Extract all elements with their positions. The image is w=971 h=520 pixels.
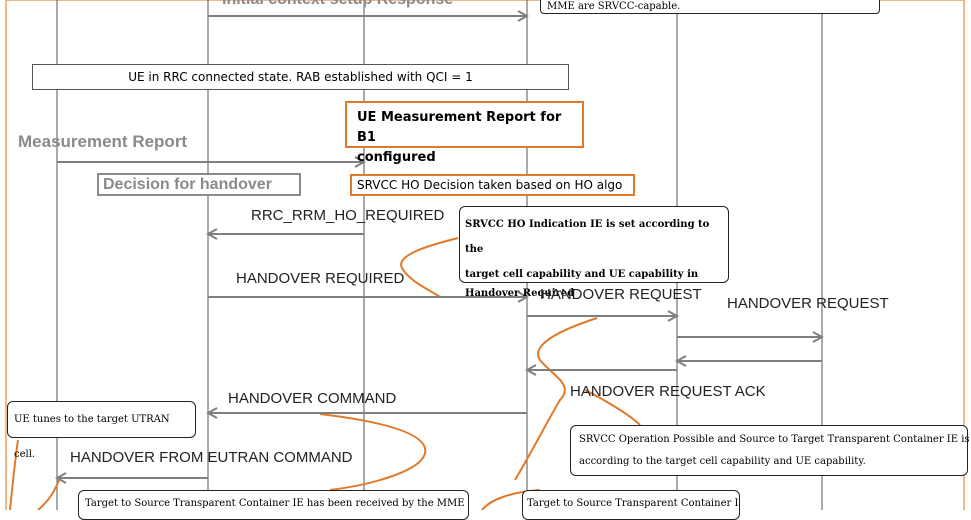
decision-for-handover-text: Decision for handover: [103, 176, 272, 193]
initial-context-setup-response-label: Initial context setup Response: [222, 0, 453, 9]
ue-tunes-text: UE tunes to the target UTRAN cell.: [14, 414, 170, 460]
srvcc-ho-indication-note: SRVCC HO Indication IE is set according …: [459, 206, 729, 299]
handover-request-ack-label: HANDOVER REQUEST ACK: [570, 383, 766, 400]
ue-measurement-report-line1: UE Measurement Report for B1: [357, 110, 562, 145]
outer-frame: [5, 0, 965, 510]
rrc-connected-state-box: UE in RRC connected state. RAB establish…: [32, 64, 569, 90]
rrc-connected-state-text: UE in RRC connected state. RAB establish…: [128, 70, 473, 84]
orange-connector-2: [514, 317, 598, 481]
rrc-rrm-ho-required-label: RRC_RRM_HO_REQUIRED: [251, 207, 445, 224]
handover-command-label: HANDOVER COMMAND: [228, 390, 397, 407]
srvcc-operation-possible-note: SRVCC Operation Possible and Source to T…: [570, 425, 971, 476]
srvcc-ho-indication-line1: SRVCC HO Indication IE is set according …: [465, 219, 710, 255]
srvcc-operation-possible-line1: SRVCC Operation Possible and Source to T…: [579, 434, 971, 445]
target-to-source-partial-text: Target to Source Transparent Container I…: [527, 498, 740, 509]
ue-measurement-report-line2: configured: [357, 150, 436, 165]
handover-from-eutran-command-label: HANDOVER FROM EUTRAN COMMAND: [70, 449, 353, 466]
ue-measurement-report-note: UE Measurement Report for B1 configured: [345, 101, 584, 165]
orange-connector-3: [584, 389, 641, 426]
target-to-source-partial-note: Target to Source Transparent Container I…: [522, 490, 740, 520]
measurement-report-label: Measurement Report: [18, 132, 188, 151]
srvcc-capable-note: MME are SRVCC-capable.: [540, 0, 880, 14]
ue-tunes-note: UE tunes to the target UTRAN cell.: [7, 401, 196, 460]
target-to-source-mme-note: Target to Source Transparent Container I…: [78, 490, 469, 520]
orange-connector-1: [400, 237, 459, 298]
srvcc-capable-text: MME are SRVCC-capable.: [547, 1, 681, 12]
orange-connector-6: [9, 439, 19, 510]
srvcc-ho-decision-text: SRVCC HO Decision taken based on HO algo: [357, 178, 623, 192]
handover-request-label-2: HANDOVER REQUEST: [727, 295, 889, 312]
srvcc-operation-possible-line2: according to the target cell capability …: [579, 456, 866, 467]
decision-for-handover-box: Decision for handover: [97, 173, 301, 196]
handover-request-label-1: HANDOVER REQUEST: [540, 286, 702, 303]
srvcc-ho-indication-line2: target cell capability and UE capability…: [465, 269, 699, 280]
srvcc-ho-indication-line3: Handover Required: [465, 288, 575, 299]
handover-required-label: HANDOVER REQUIRED: [236, 270, 405, 287]
orange-connector-4: [319, 413, 427, 491]
srvcc-ho-decision-note: SRVCC HO Decision taken based on HO algo: [350, 174, 635, 196]
target-to-source-mme-text: Target to Source Transparent Container I…: [85, 498, 465, 509]
